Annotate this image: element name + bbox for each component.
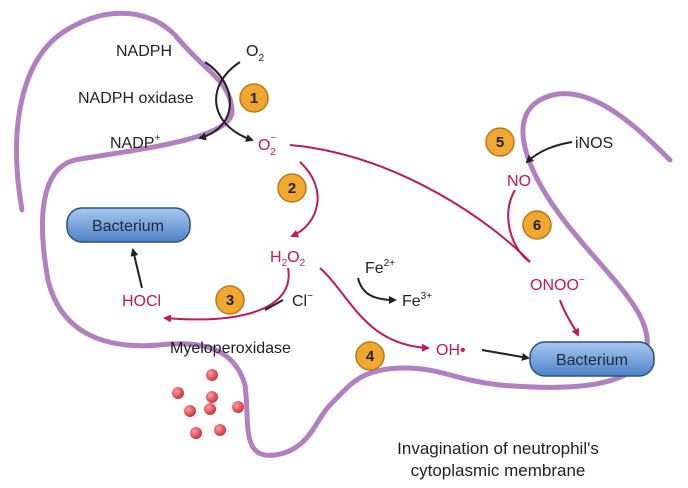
hocl-to-bacterium-arrow (130, 248, 143, 289)
bacterium-label: Bacterium (556, 352, 628, 369)
granule (214, 424, 226, 436)
inos-to-no-arrow (525, 141, 573, 164)
nitric-oxide-label: NO (507, 173, 531, 190)
hydroxyl-to-bacterium-arrow (481, 349, 530, 361)
caption-line-1: Invagination of neutrophil's (397, 439, 599, 458)
nadph-to-nadp-arrow (198, 61, 231, 141)
cell-membrane (14, 10, 673, 458)
chloride-label: Cl− (292, 291, 313, 310)
nadp-plus-label: NADP+ (110, 133, 160, 152)
granules (172, 369, 244, 439)
granule (206, 369, 218, 381)
nadph-label: NADPH (116, 43, 172, 60)
chloride-input-line (264, 299, 284, 311)
superoxide-to-peroxynitrite-arc (289, 144, 531, 263)
h2o2-to-hocl-arrow (163, 267, 290, 323)
granule (204, 403, 216, 415)
hydroxyl-radical-label: OH• (436, 342, 466, 359)
granule (184, 405, 196, 417)
step-badge-6: 6 (522, 210, 552, 240)
step-number: 3 (226, 292, 234, 309)
step-badge-1: 1 (239, 83, 269, 113)
peroxynitrite-to-bacterium-arrow (559, 299, 579, 337)
step-badge-5: 5 (485, 127, 515, 157)
granule (206, 391, 218, 403)
granule (172, 387, 184, 399)
fe2-to-fe3-arrow (357, 277, 397, 304)
bacterium-right: Bacterium (529, 341, 655, 377)
step-number: 2 (288, 180, 296, 197)
granule (232, 401, 244, 413)
oxygen-label: O2 (246, 43, 264, 64)
granule (190, 427, 202, 439)
step-badge-2: 2 (277, 173, 307, 203)
o2-to-superoxide-arrow (215, 61, 254, 142)
step-number: 6 (533, 217, 541, 234)
bacterium-left: Bacterium (66, 207, 191, 243)
inos-label: iNOS (575, 135, 613, 152)
superoxide-to-h2o2-arrow (290, 161, 319, 238)
superoxide-label: O−2 (258, 133, 276, 158)
peroxynitrite-label: ONOO− (530, 275, 585, 294)
bacterium-label: Bacterium (92, 218, 164, 235)
step-number: 1 (250, 90, 258, 107)
caption-line-2: cytoplasmic membrane (411, 461, 586, 480)
myeloperoxidase-label: Myeloperoxidase (170, 340, 291, 357)
no-to-peroxynitrite-arrow (507, 189, 531, 263)
step-number: 4 (366, 348, 375, 365)
iron-ii-label: Fe2+ (365, 258, 395, 277)
step-badge-3: 3 (215, 285, 245, 315)
step-number: 5 (496, 134, 504, 151)
nadph-oxidase-label: NADPH oxidase (78, 90, 194, 107)
hypochlorous-acid-label: HOCl (122, 293, 161, 310)
iron-iii-label: Fe3+ (402, 291, 432, 310)
h2o2-to-hydroxyl-arrow (319, 267, 430, 352)
step-badge-4: 4 (355, 341, 385, 371)
hydrogen-peroxide-label: H2O2 (270, 249, 306, 269)
